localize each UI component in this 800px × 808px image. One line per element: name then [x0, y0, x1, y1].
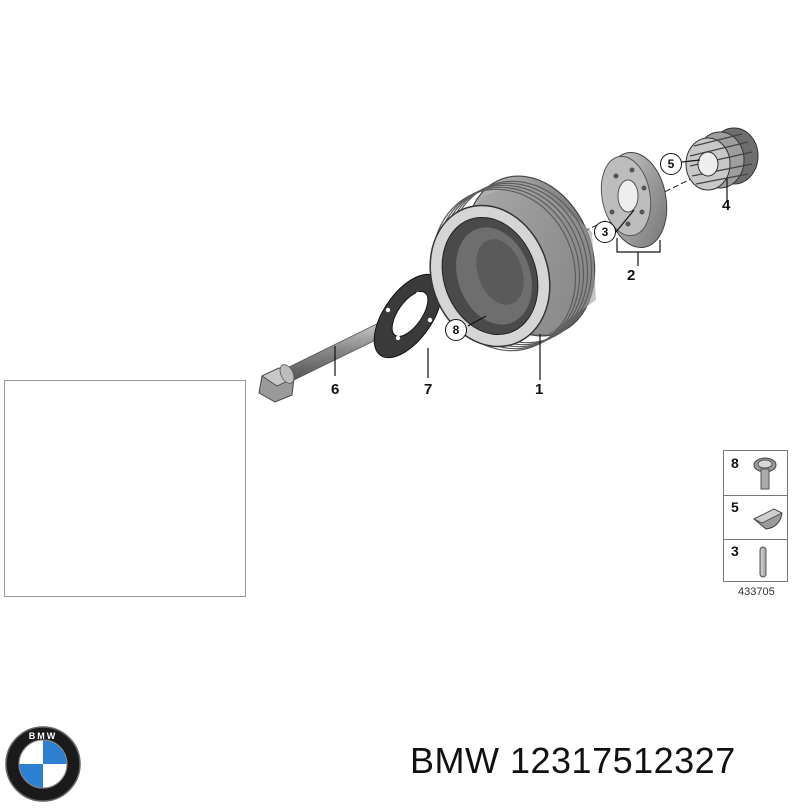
leader-lines	[334, 159, 728, 380]
vibration-damper-pulley	[429, 175, 596, 352]
crankshaft-hub	[600, 151, 668, 249]
small-parts-legend: 8 5 3	[723, 450, 788, 582]
callout-6: 6	[331, 381, 340, 398]
legend-number: 5	[731, 499, 739, 515]
callout-2: 2	[627, 267, 636, 284]
callout-1: 1	[535, 381, 544, 398]
screw-icon	[752, 457, 778, 496]
dowel-pin-icon	[757, 545, 769, 584]
diagram-number: 433705	[738, 586, 775, 598]
callout-7: 7	[424, 381, 433, 398]
legend-row: 8	[724, 451, 787, 496]
woodruff-key-icon	[752, 507, 784, 536]
callout-circled-8: 8	[445, 319, 467, 341]
legend-number: 8	[731, 455, 739, 471]
crankshaft-sprocket	[685, 127, 759, 191]
washer	[373, 273, 443, 359]
callout-4: 4	[722, 197, 731, 214]
callout-circled-5: 5	[660, 153, 682, 175]
legend-number: 3	[731, 543, 739, 559]
legend-row: 5	[724, 495, 787, 540]
legend-row: 3	[724, 539, 787, 583]
engine-inset-frame	[4, 380, 246, 597]
brand-part-number: BMW 12317512327	[410, 740, 736, 781]
central-bolt	[258, 319, 393, 403]
bmw-roundel-logo: BMW	[4, 725, 82, 808]
callout-circled-3: 3	[594, 221, 616, 243]
svg-text:BMW: BMW	[29, 731, 58, 741]
